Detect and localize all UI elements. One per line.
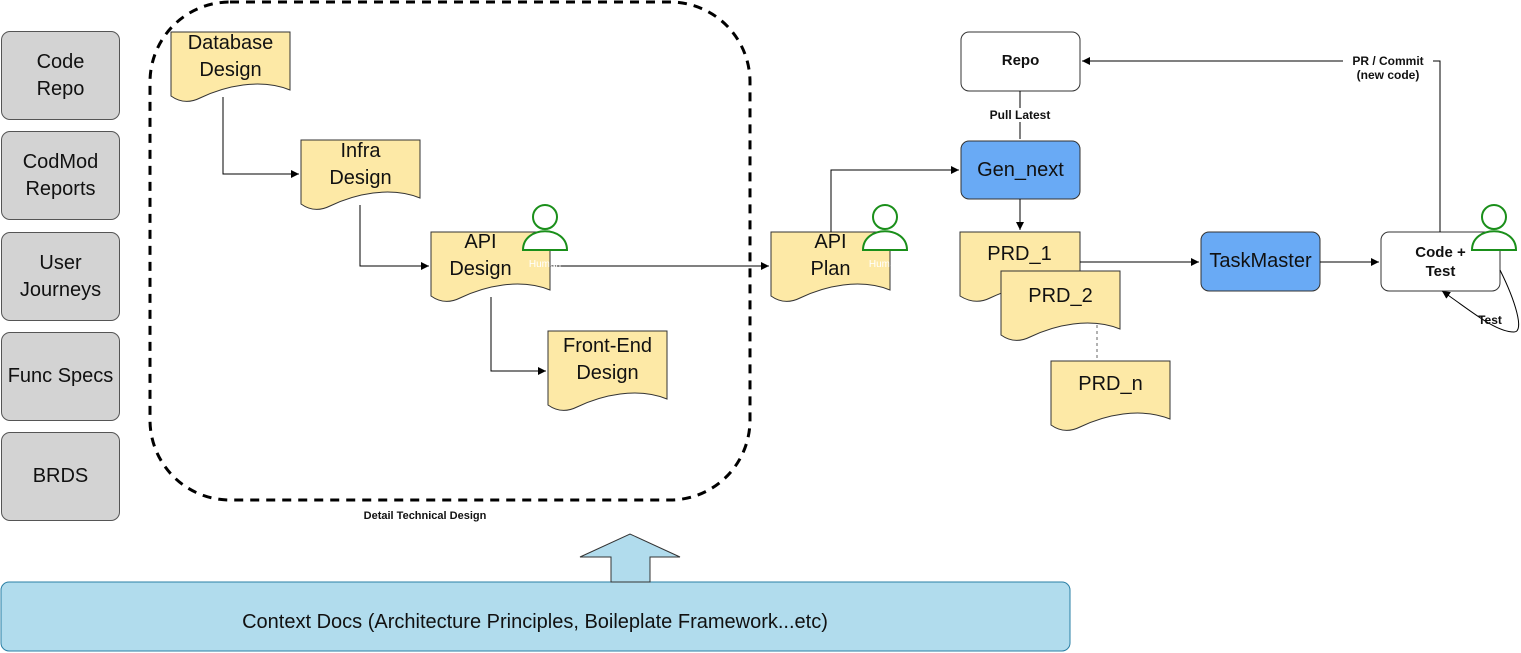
- frontend-design-doc[interactable]: [547, 330, 668, 411]
- source-user-journeys[interactable]: User Journeys: [1, 232, 120, 321]
- code-test-label: Code + Test: [1415, 244, 1466, 280]
- edge-api-to-frontend: [490, 297, 546, 375]
- test-label: Test: [1478, 313, 1502, 327]
- edge-infra-to-api: [359, 205, 429, 270]
- infra-design-label: Infra Design: [329, 140, 392, 189]
- frontend-design-label: Front-End Design: [563, 335, 652, 384]
- repo-label: Repo: [1001, 52, 1040, 69]
- context-docs-label: Context Docs (Architecture Principles, B…: [242, 611, 828, 633]
- prd-2-doc[interactable]: [1000, 270, 1121, 341]
- gen-next-label: Gen_next: [977, 159, 1064, 181]
- prd-n-doc[interactable]: [1050, 360, 1171, 431]
- api-design-label: API Design: [449, 231, 512, 280]
- edge-db-to-infra: [222, 97, 299, 178]
- human-caption-api-design: Human: [528, 259, 562, 270]
- api-plan-doc[interactable]: [770, 231, 891, 302]
- up-arrow-icon: [579, 533, 681, 583]
- edge-test-loop: [1441, 269, 1520, 333]
- design-group-boundary: [148, 0, 752, 502]
- infra-design-doc[interactable]: [300, 139, 421, 210]
- api-design-doc[interactable]: [430, 231, 551, 302]
- edge-plan-to-gennext: [830, 166, 959, 232]
- human-icon-api-design: [521, 204, 569, 251]
- pr-commit-label: PR / Commit (new code): [1343, 54, 1433, 82]
- human-caption-api-plan: Human: [868, 259, 902, 270]
- source-code-repo[interactable]: Code Repo: [1, 31, 120, 120]
- prd-n-label: PRD_n: [1078, 373, 1143, 395]
- edge-codetest-to-repo: [1082, 57, 1441, 232]
- database-design-label: Database Design: [187, 32, 274, 81]
- pull-latest-label: Pull Latest: [975, 108, 1065, 122]
- human-icon-code-test: [1470, 204, 1518, 251]
- human-icon-api-plan: [861, 204, 909, 251]
- source-brds[interactable]: BRDS: [1, 432, 120, 521]
- source-codmod-reports[interactable]: CodMod Reports: [1, 131, 120, 220]
- prd-2-label: PRD_2: [1028, 285, 1093, 307]
- database-design-doc[interactable]: [170, 31, 291, 102]
- api-plan-label: API Plan: [810, 231, 851, 280]
- source-func-specs[interactable]: Func Specs: [1, 332, 120, 421]
- design-group-label: Detail Technical Design: [363, 510, 487, 522]
- prd-1-label: PRD_1: [987, 243, 1052, 265]
- taskmaster-label: TaskMaster: [1209, 250, 1312, 272]
- context-docs-bar: [0, 581, 1071, 652]
